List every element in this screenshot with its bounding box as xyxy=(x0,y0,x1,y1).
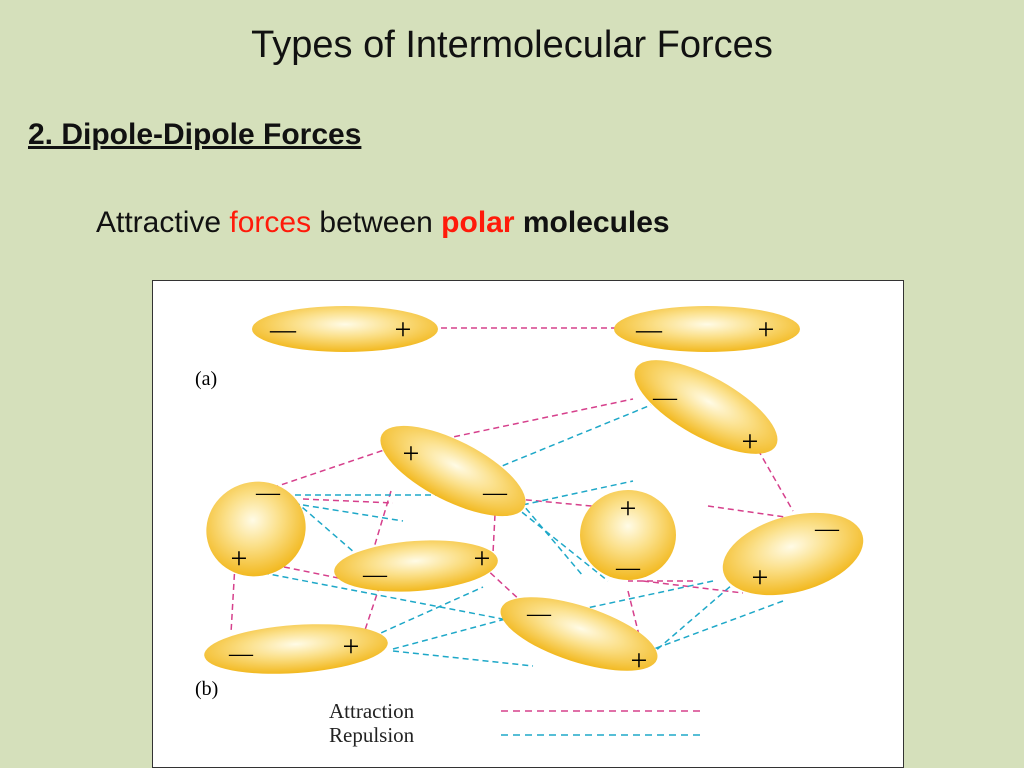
repulsion-line xyxy=(302,504,404,522)
repulsion-lines xyxy=(252,395,784,667)
attraction-line xyxy=(482,565,524,604)
attraction-line xyxy=(230,563,236,634)
molecule-ellipse xyxy=(614,306,800,352)
repulsion-line xyxy=(392,608,544,650)
definition-part: Attractive xyxy=(96,206,230,239)
molecule: — + xyxy=(334,540,498,592)
molecule-ellipse xyxy=(634,360,778,454)
label-a: (a) xyxy=(195,368,217,390)
repulsion-line xyxy=(642,600,784,654)
molecule-ellipse xyxy=(722,512,864,596)
molecule-ellipse xyxy=(500,597,658,671)
legend: Attraction Repulsion xyxy=(329,699,701,747)
legend-repulsion-label: Repulsion xyxy=(329,723,415,747)
repulsion-line xyxy=(512,492,584,577)
plus-sign: + xyxy=(758,313,775,346)
plus-sign: + xyxy=(742,425,759,458)
attraction-line xyxy=(262,446,394,492)
molecule: — + xyxy=(634,360,778,458)
label-b: (b) xyxy=(195,678,218,700)
molecule: — + xyxy=(204,624,388,674)
plus-sign: + xyxy=(343,630,360,663)
definition-part: between xyxy=(311,206,442,239)
slide-title: Types of Intermolecular Forces xyxy=(251,24,773,66)
definition-keyword-polar: polar xyxy=(441,206,515,239)
definition-keyword-molecules: molecules xyxy=(514,206,670,239)
molecule: + — xyxy=(580,490,676,581)
plus-sign: + xyxy=(631,644,648,677)
attraction-line xyxy=(302,498,394,504)
minus-sign: — xyxy=(652,385,678,411)
repulsion-line xyxy=(252,570,514,622)
minus-sign: — xyxy=(269,315,297,344)
definition-keyword-forces: forces xyxy=(229,206,312,239)
plus-sign: + xyxy=(403,437,420,470)
dipole-diagram-svg: — + — + (a) xyxy=(195,306,864,747)
repulsion-line xyxy=(474,404,652,478)
molecule-ellipse xyxy=(380,425,526,517)
molecule-ellipse xyxy=(206,481,306,577)
plus-sign: + xyxy=(395,313,412,346)
repulsion-line xyxy=(652,540,784,654)
molecule-ellipse xyxy=(580,490,676,580)
repulsion-line xyxy=(482,480,609,582)
attraction-line xyxy=(372,490,392,552)
molecule: — + xyxy=(722,512,864,596)
molecule: — + xyxy=(252,306,438,352)
minus-sign: — xyxy=(255,480,281,506)
attraction-line xyxy=(642,580,744,594)
molecule-ellipse xyxy=(204,624,388,674)
molecule: — + xyxy=(500,597,658,677)
repulsion-line xyxy=(572,580,714,612)
attraction-line xyxy=(414,398,634,446)
repulsion-line xyxy=(512,480,634,508)
minus-sign: — xyxy=(362,562,388,588)
minus-sign: — xyxy=(635,315,663,344)
plus-sign: + xyxy=(474,542,491,575)
section-heading: 2. Dipole-Dipole Forces xyxy=(28,118,362,151)
dipole-diagram: — + — + (a) xyxy=(152,280,904,768)
minus-sign: — xyxy=(228,641,254,667)
plus-sign: + xyxy=(620,492,637,525)
molecule: — + xyxy=(206,480,306,577)
molecule: — + xyxy=(614,306,800,352)
molecule-ellipse xyxy=(334,540,498,592)
molecule: + — xyxy=(380,425,526,517)
molecule-ellipse xyxy=(252,306,438,352)
repulsion-line xyxy=(362,586,484,642)
part-a-group: — + — + (a) xyxy=(195,306,800,390)
minus-sign: — xyxy=(482,480,508,506)
legend-attraction-label: Attraction xyxy=(329,699,415,723)
plus-sign: + xyxy=(231,542,248,575)
repulsion-line xyxy=(392,650,534,667)
minus-sign: — xyxy=(526,601,552,627)
definition-text: Attractive forces between polar molecule… xyxy=(96,206,670,240)
plus-sign: + xyxy=(752,561,769,594)
minus-sign: — xyxy=(814,516,840,542)
minus-sign: — xyxy=(615,555,641,581)
attraction-line xyxy=(707,505,814,522)
